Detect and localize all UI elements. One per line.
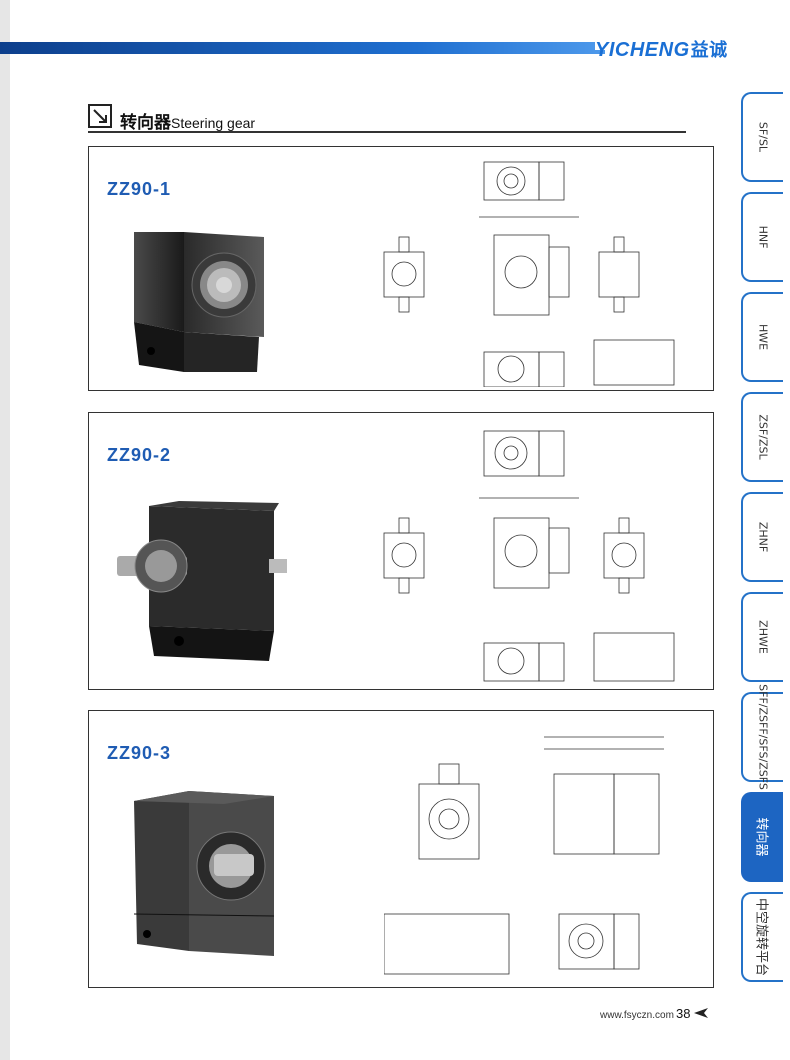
section-title-cn: 转向器 — [120, 113, 171, 132]
section-title-en: Steering gear — [171, 115, 256, 131]
tab-steering-gear[interactable]: 转向器 — [741, 792, 783, 882]
section-rule — [88, 131, 686, 133]
tab-sff-zsff-sfs-zsfs[interactable]: SFF/ZSFF/SFS/ZSFS — [741, 684, 783, 790]
section-corner-icon — [88, 104, 112, 128]
product-panel-zz90-3: ZZ90-3 — [88, 710, 714, 988]
tab-zhwe[interactable]: ZHWE — [741, 592, 783, 682]
product-panel-zz90-2: ZZ90-2 — [88, 412, 714, 690]
tab-zsf-zsl[interactable]: ZSF/ZSL — [741, 392, 783, 482]
model-label: ZZ90-2 — [107, 445, 172, 465]
gearbox-photo — [134, 232, 264, 372]
tab-hnf[interactable]: HNF — [741, 192, 783, 282]
tab-sf-sl[interactable]: SF/SL — [741, 92, 783, 182]
gearbox-photo — [117, 501, 287, 661]
tab-zhnf[interactable]: ZHNF — [741, 492, 783, 582]
footer-url: www.fsyczn.com — [600, 1010, 674, 1021]
section-title: 转向器Steering gear — [120, 108, 255, 133]
model-label: ZZ90-3 — [107, 743, 172, 763]
gearbox-photo — [133, 791, 275, 956]
technical-drawing — [383, 161, 675, 387]
header-bar-tail — [595, 50, 605, 54]
tab-hollow-rotary-platform[interactable]: 中空旋转平台 — [741, 892, 783, 982]
section-header: 转向器Steering gear — [88, 104, 688, 134]
header-bar — [0, 42, 595, 54]
brand-logo: YICHENG益诚 — [595, 36, 728, 62]
tab-hwe[interactable]: HWE — [741, 292, 783, 382]
left-margin-strip — [0, 0, 10, 1060]
page-number: 38 — [676, 1006, 691, 1021]
product-panel-zz90-1: ZZ90-1 — [88, 146, 714, 391]
logo-text-en: YICHENG — [595, 39, 690, 61]
model-label: ZZ90-1 — [107, 179, 172, 199]
technical-drawing — [383, 430, 675, 682]
technical-drawing — [384, 736, 664, 975]
logo-text-cn: 益诚 — [690, 40, 728, 60]
page-arrow-icon — [694, 1008, 708, 1018]
